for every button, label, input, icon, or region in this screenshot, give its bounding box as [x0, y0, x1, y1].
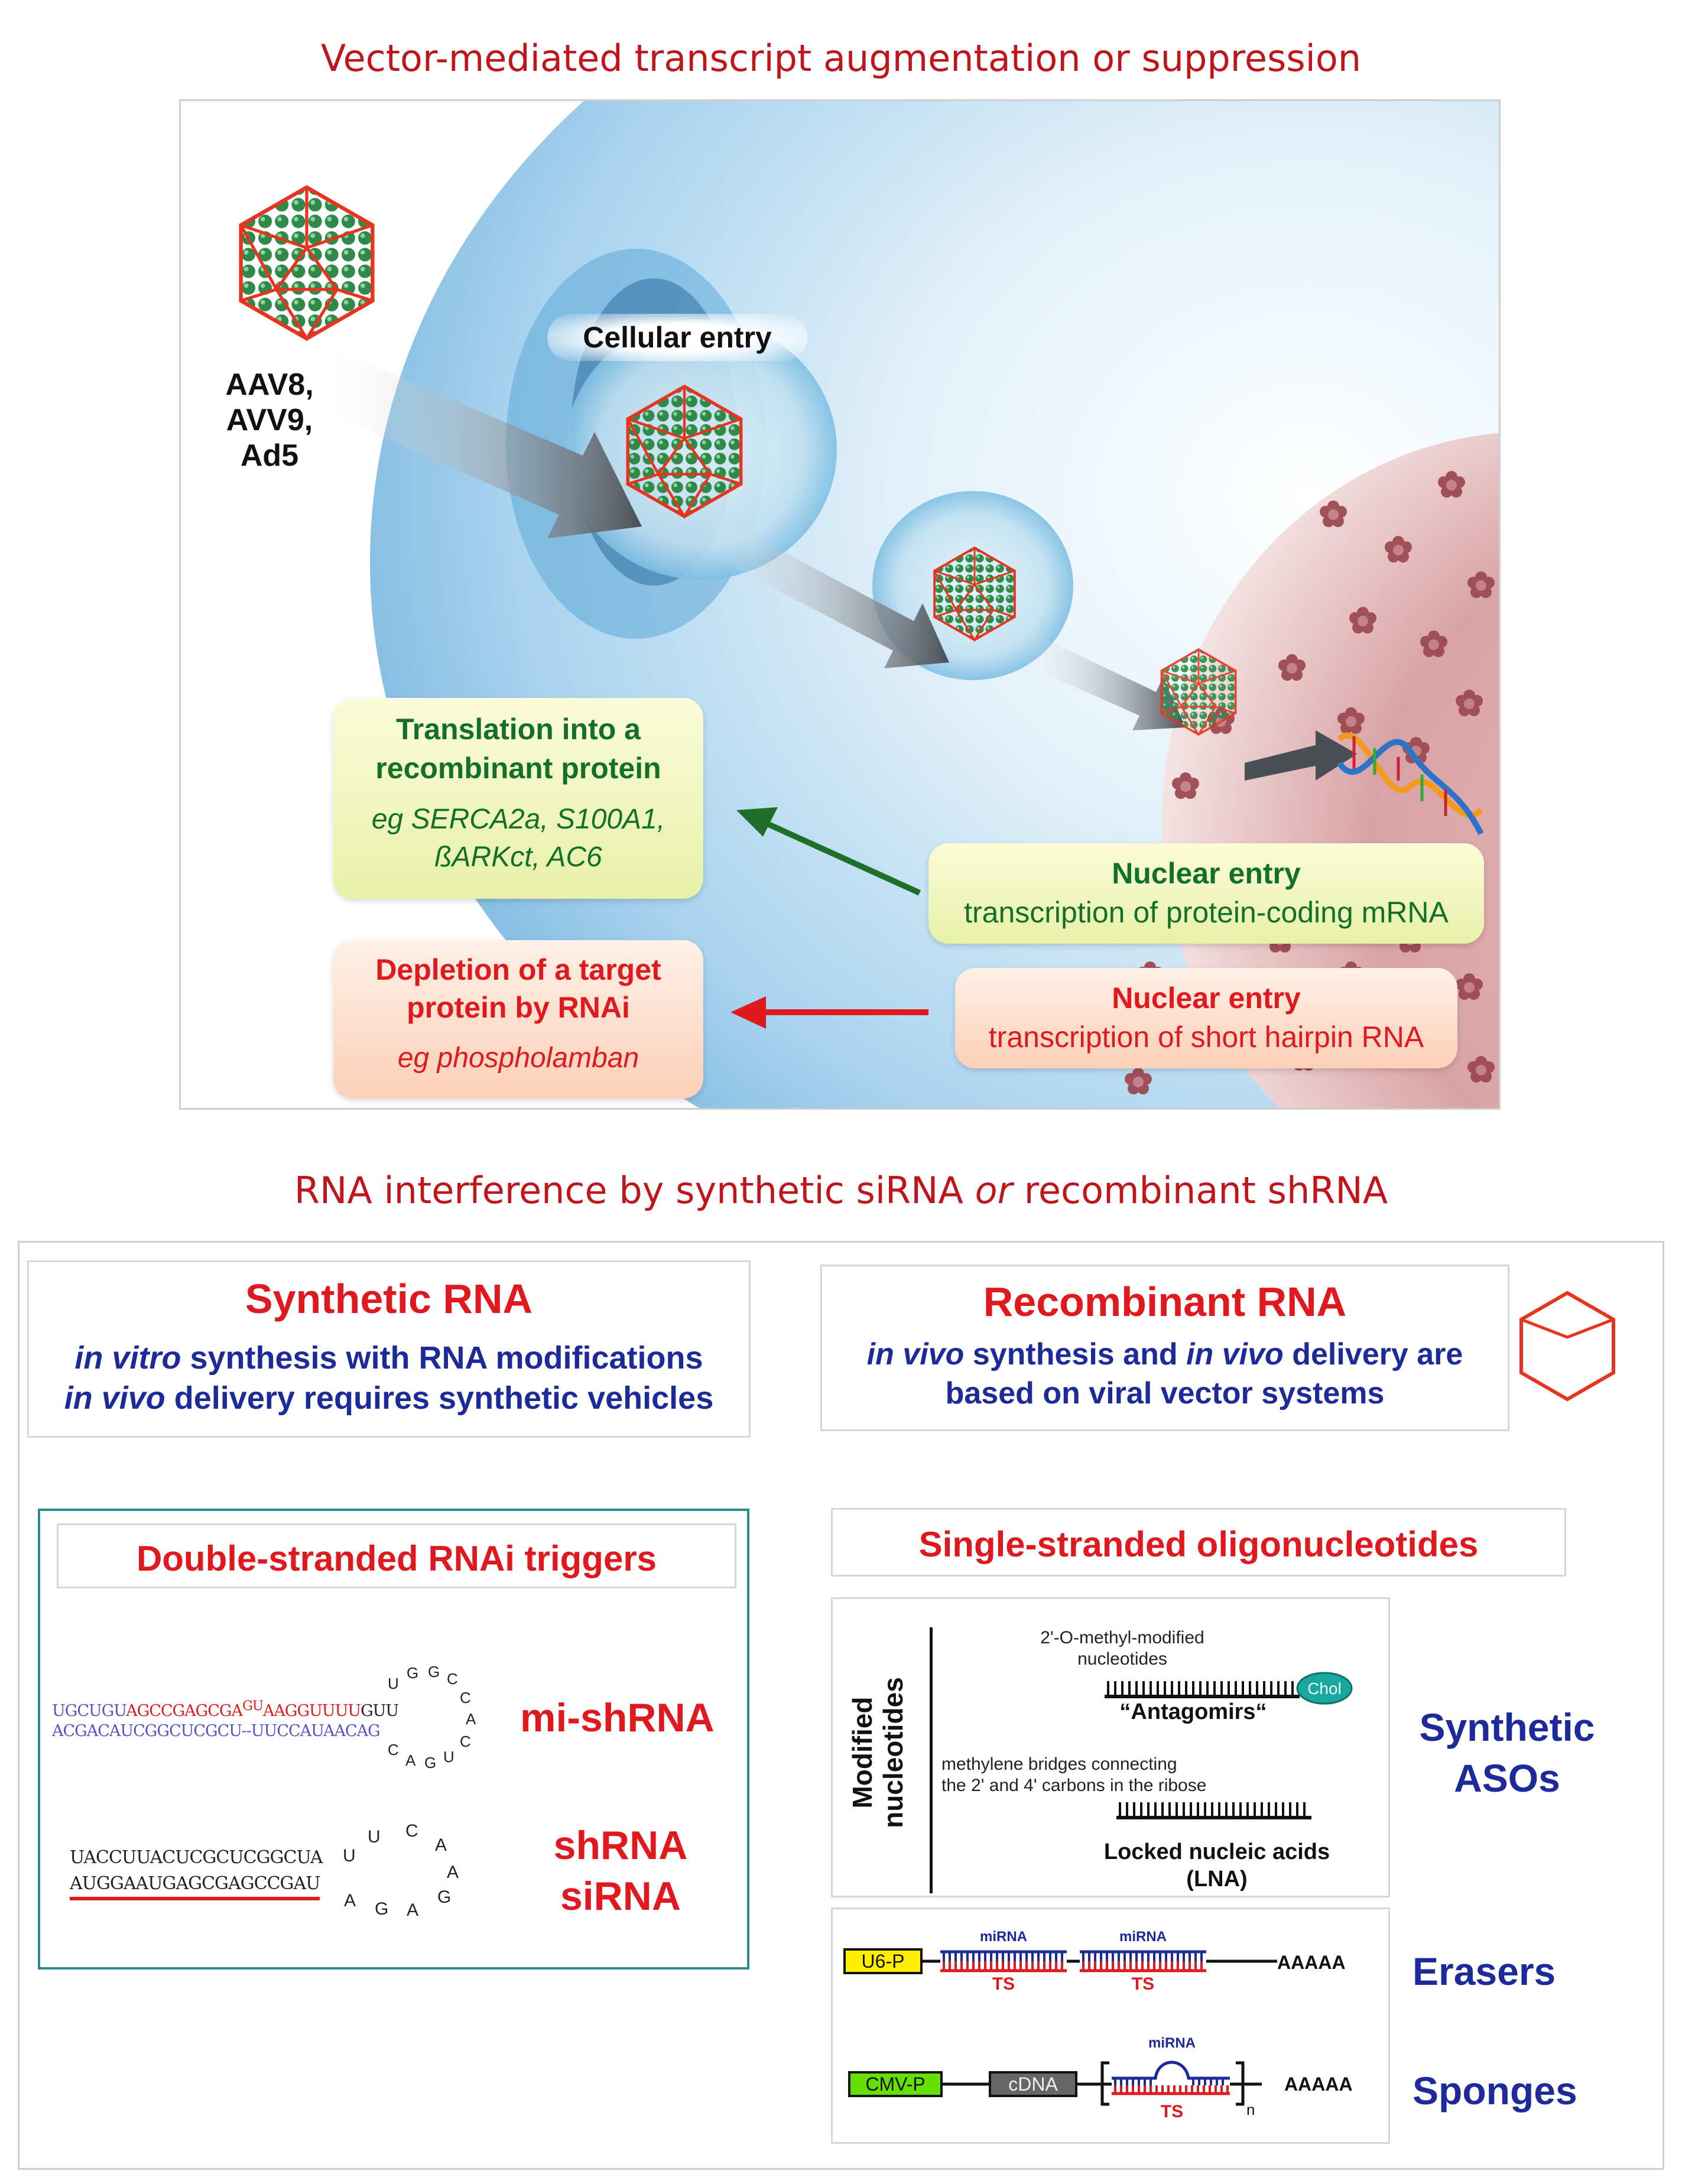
double-stranded-frame	[38, 1509, 749, 1970]
cellular-entry-label: Cellular entry	[547, 314, 807, 361]
eraser-construct: miRNA miRNA TS TS	[923, 1929, 1277, 1994]
svg-text:G: G	[424, 1754, 436, 1772]
shrna-sirna-label: shRNA siRNA	[553, 1823, 688, 1919]
shrna-loop: U U C A A G A G A	[343, 1821, 459, 1920]
svg-text:A: A	[447, 1863, 459, 1882]
sponge-polya: AAAAA	[1284, 2074, 1353, 2095]
svg-text:C: C	[460, 1733, 471, 1750]
svg-text:C: C	[388, 1741, 399, 1759]
svg-text:C: C	[460, 1689, 471, 1707]
nuclear-entry-mrna-box: Nuclear entry transcription of protein-c…	[928, 843, 1484, 944]
svg-text:miRNA: miRNA	[1119, 1929, 1167, 1945]
sponge-construct: miRNA TS n	[943, 2035, 1262, 2121]
eraser-polya: AAAAA	[1277, 1952, 1346, 1973]
antagomir-strand: Chol	[1105, 1672, 1353, 1705]
svg-text:TS: TS	[1161, 2102, 1183, 2121]
svg-text:A: A	[407, 1900, 418, 1920]
chol-label: Chol	[1307, 1679, 1342, 1698]
mi-shrna-loop: U G G C C A C U G A C	[388, 1663, 476, 1772]
vector-labels: AAV8, AVV9, Ad5	[225, 368, 314, 473]
cmv-promoter: CMV-P	[848, 2071, 943, 2097]
svg-text:C: C	[405, 1821, 418, 1841]
cdna-block: cDNA	[989, 2071, 1077, 2097]
shrna-sequence: UACCUUACUCGCUCGGCUA AUGGAAUGAGCGAGCCGAU	[70, 1845, 323, 1900]
mi-shrna-sequence: UGCUGUAGCCGAGCGAGUAAGGUUUUGUU ACGACAUCGG…	[52, 1698, 399, 1740]
top-figure-frame: AAV8, AVV9, Ad5 Cellular entry Translati…	[179, 99, 1501, 1110]
erasers-sponges-box: U6-P miRNA miRNA TS TS AAAAA CMV-P cDNA …	[831, 1907, 1390, 2144]
svg-text:miRNA: miRNA	[1148, 2035, 1196, 2051]
sponges-label: Sponges	[1413, 2069, 1577, 2112]
svg-text:U: U	[388, 1675, 399, 1692]
modified-nucleotides-label: Modified nucleotides	[847, 1677, 908, 1828]
green-arrow	[764, 820, 921, 896]
single-stranded-title-box: Single-stranded oligonucleotides	[831, 1508, 1566, 1577]
modified-nucleotides-box: Modified nucleotides 2'-O-methyl-modifie…	[831, 1597, 1390, 1897]
translation-box: Translation into a recombinant protein e…	[333, 698, 703, 899]
svg-text:G: G	[407, 1664, 418, 1682]
svg-text:A: A	[435, 1835, 447, 1855]
svg-text:C: C	[447, 1670, 458, 1688]
nuclear-entry-shrna-box: Nuclear entry transcription of short hai…	[955, 968, 1457, 1068]
svg-text:A: A	[466, 1710, 476, 1728]
svg-text:A: A	[344, 1891, 356, 1910]
mi-shrna-label: mi-shRNA	[520, 1695, 715, 1740]
svg-text:miRNA: miRNA	[980, 1929, 1027, 1945]
erasers-label: Erasers	[1413, 1949, 1556, 1993]
svg-text:A: A	[405, 1751, 416, 1769]
svg-text:TS: TS	[1132, 1974, 1154, 1994]
lna-strand	[1116, 1802, 1311, 1819]
svg-text:G: G	[437, 1887, 451, 1907]
synthetic-rna-box: Synthetic RNA in vitro synthesis with RN…	[27, 1260, 751, 1438]
depletion-box: Depletion of a target protein by RNAi eg…	[333, 940, 703, 1098]
svg-text:G: G	[375, 1899, 388, 1919]
svg-text:TS: TS	[992, 1974, 1015, 1994]
svg-text:U: U	[443, 1748, 454, 1766]
top-title: Vector-mediated transcript augmentation …	[320, 37, 1362, 80]
synthetic-asos-label: Synthetic ASOs	[1419, 1705, 1595, 1800]
bottom-title: RNA interference by synthetic siRNA or r…	[294, 1169, 1388, 1212]
bottom-frame	[18, 1241, 1664, 2170]
dna-helix-icon	[1336, 732, 1484, 836]
svg-text:n: n	[1246, 2101, 1255, 2118]
recombinant-rna-box: Recombinant RNA in vivo synthesis and in…	[820, 1265, 1509, 1431]
u6-promoter: U6-P	[843, 1948, 923, 1974]
svg-text:U: U	[368, 1827, 381, 1847]
svg-text:G: G	[428, 1663, 440, 1681]
double-stranded-title-box: Double-stranded RNAi triggers	[57, 1523, 736, 1588]
viral-capsid-icon	[1519, 1291, 1615, 1402]
svg-text:U: U	[343, 1846, 356, 1866]
